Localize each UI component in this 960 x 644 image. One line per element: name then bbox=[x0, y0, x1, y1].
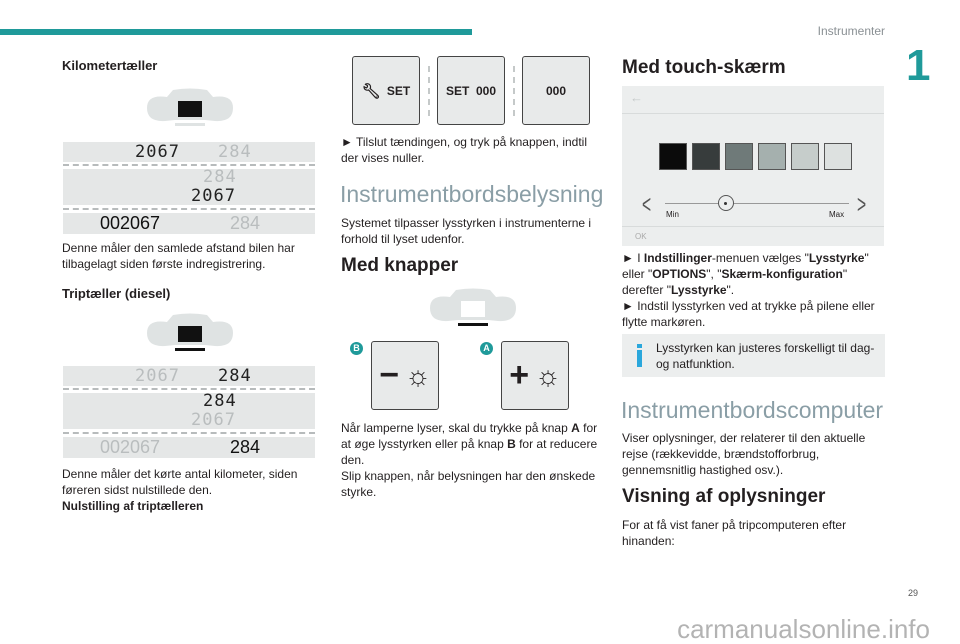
odometer-value: 002067 bbox=[100, 213, 161, 233]
header-accent-bar bbox=[0, 29, 472, 35]
touch-instructions: ► I Indstillinger-menuen vælges "Lysstyr… bbox=[622, 251, 875, 329]
trip-description: Denne måler det kørte antal kilometer, s… bbox=[62, 467, 298, 497]
set-zero-button: SET 000 bbox=[437, 56, 505, 125]
lighting-description: Systemet tilpasser lysstyrken i instrume… bbox=[341, 216, 592, 246]
page-number: 29 bbox=[907, 588, 918, 598]
sun-icon: ☼ bbox=[535, 359, 561, 391]
odometer-value: 002067 bbox=[100, 437, 161, 457]
view-description: For at få vist faner på tripcomputeren e… bbox=[622, 518, 847, 548]
buttons-description: Når lamperne lyser, skal du trykke på kn… bbox=[341, 421, 598, 499]
brightness-swatch bbox=[758, 143, 786, 170]
wrench-icon: 🔧︎ bbox=[361, 82, 381, 100]
separator bbox=[428, 66, 430, 116]
back-arrow-icon: ← bbox=[630, 90, 643, 105]
brightness-swatch bbox=[824, 143, 852, 170]
chevron-right-icon: > bbox=[857, 189, 867, 219]
brightness-swatch bbox=[725, 143, 753, 170]
trip-display: 2067 284 284 2067 002067 284 bbox=[63, 366, 315, 458]
sun-icon: ☼ bbox=[405, 359, 431, 391]
trip-value: 284 bbox=[230, 437, 261, 457]
brightness-swatch bbox=[692, 143, 720, 170]
button-label: SET bbox=[386, 83, 411, 98]
odometer-value: 2067 bbox=[191, 186, 236, 206]
ok-button: OK bbox=[635, 232, 647, 241]
instrument-cluster-icon bbox=[147, 88, 233, 126]
separator bbox=[513, 66, 515, 116]
trip-value: 284 bbox=[203, 167, 237, 187]
label-b: B bbox=[350, 342, 363, 355]
plus-icon: + bbox=[509, 356, 530, 394]
computer-title: Instrumentbordscomputer bbox=[621, 397, 884, 423]
odometer-display: 2067 284 284 2067 002067 284 bbox=[63, 142, 315, 234]
button-label: 000 bbox=[545, 83, 567, 98]
trip-reset-heading: Nulstilling af triptælleren bbox=[62, 499, 204, 513]
trip-value: 284 bbox=[218, 142, 252, 162]
odometer-description: Denne måler den samlede afstand bilen ha… bbox=[62, 241, 295, 271]
reset-instruction: ► Tilslut tændingen, og tryk på knappen,… bbox=[341, 135, 588, 165]
brightness-increase-button: +☼ bbox=[501, 341, 569, 410]
wrench-set-button: 🔧︎ SET bbox=[352, 56, 420, 125]
trip-value: 284 bbox=[230, 213, 261, 233]
buttons-title: Med knapper bbox=[341, 255, 459, 276]
trip-value: 284 bbox=[218, 366, 252, 386]
instrument-cluster-icon bbox=[147, 313, 233, 351]
slider-knob bbox=[717, 195, 734, 211]
info-icon bbox=[637, 344, 642, 348]
lighting-title: Instrumentbordsbelysning bbox=[340, 181, 604, 207]
brightness-decrease-button: −☼ bbox=[371, 341, 439, 410]
touch-title: Med touch-skærm bbox=[622, 57, 786, 78]
button-label: SET 000 bbox=[445, 83, 497, 98]
zero-button: 000 bbox=[522, 56, 590, 125]
label-a: A bbox=[480, 342, 493, 355]
section-title: Instrumenter bbox=[817, 24, 885, 38]
info-text: Lysstyrken kan justeres forskelligt til … bbox=[656, 341, 875, 371]
minus-icon: − bbox=[379, 356, 400, 394]
odometer-title: Kilometertæller bbox=[62, 58, 158, 73]
brightness-swatch bbox=[659, 143, 687, 170]
trip-title: Triptæller (diesel) bbox=[62, 286, 171, 301]
brightness-screen: ← < > Min Max OK bbox=[622, 86, 884, 246]
odometer-value: 2067 bbox=[191, 410, 236, 430]
instrument-cluster-icon bbox=[430, 288, 516, 326]
info-box: Lysstyrken kan justeres forskelligt til … bbox=[622, 334, 885, 377]
odometer-value: 2067 bbox=[135, 366, 180, 386]
min-label: Min bbox=[666, 210, 679, 219]
odometer-value: 2067 bbox=[135, 142, 180, 162]
trip-value: 284 bbox=[203, 391, 237, 411]
chevron-left-icon: < bbox=[642, 189, 652, 219]
view-title: Visning af oplysninger bbox=[622, 486, 826, 507]
brightness-swatch bbox=[791, 143, 819, 170]
max-label: Max bbox=[829, 210, 845, 219]
chapter-number: 1 bbox=[906, 41, 931, 90]
brightness-slider bbox=[665, 203, 849, 204]
watermark: carmanualsonline.info bbox=[677, 614, 930, 644]
computer-description: Viser oplysninger, der relaterer til den… bbox=[622, 431, 866, 477]
